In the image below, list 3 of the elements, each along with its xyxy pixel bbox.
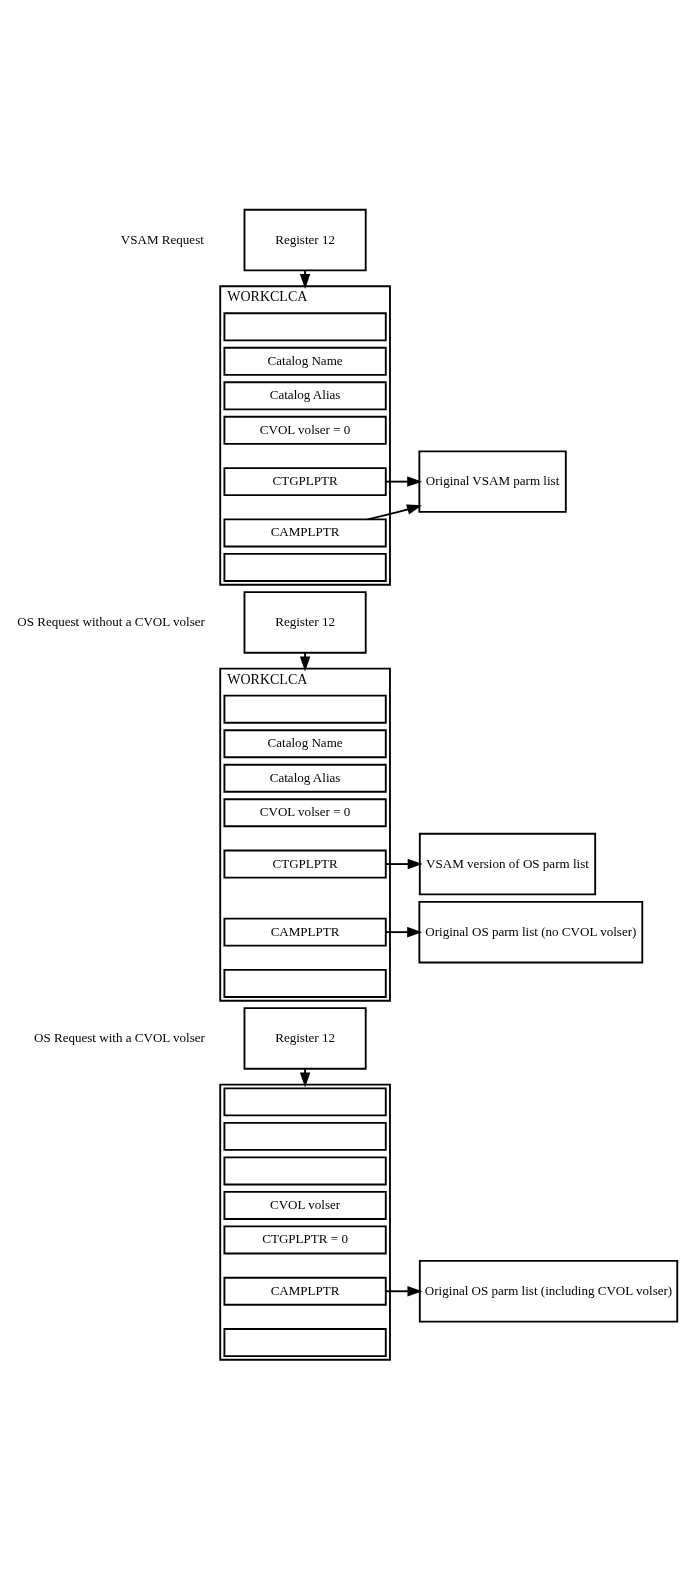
node-label: OS Request with a CVOL volser: [34, 1029, 205, 1045]
node-label: OS Request without a CVOL volser: [17, 613, 205, 629]
node-label: VSAM Request: [120, 231, 204, 246]
